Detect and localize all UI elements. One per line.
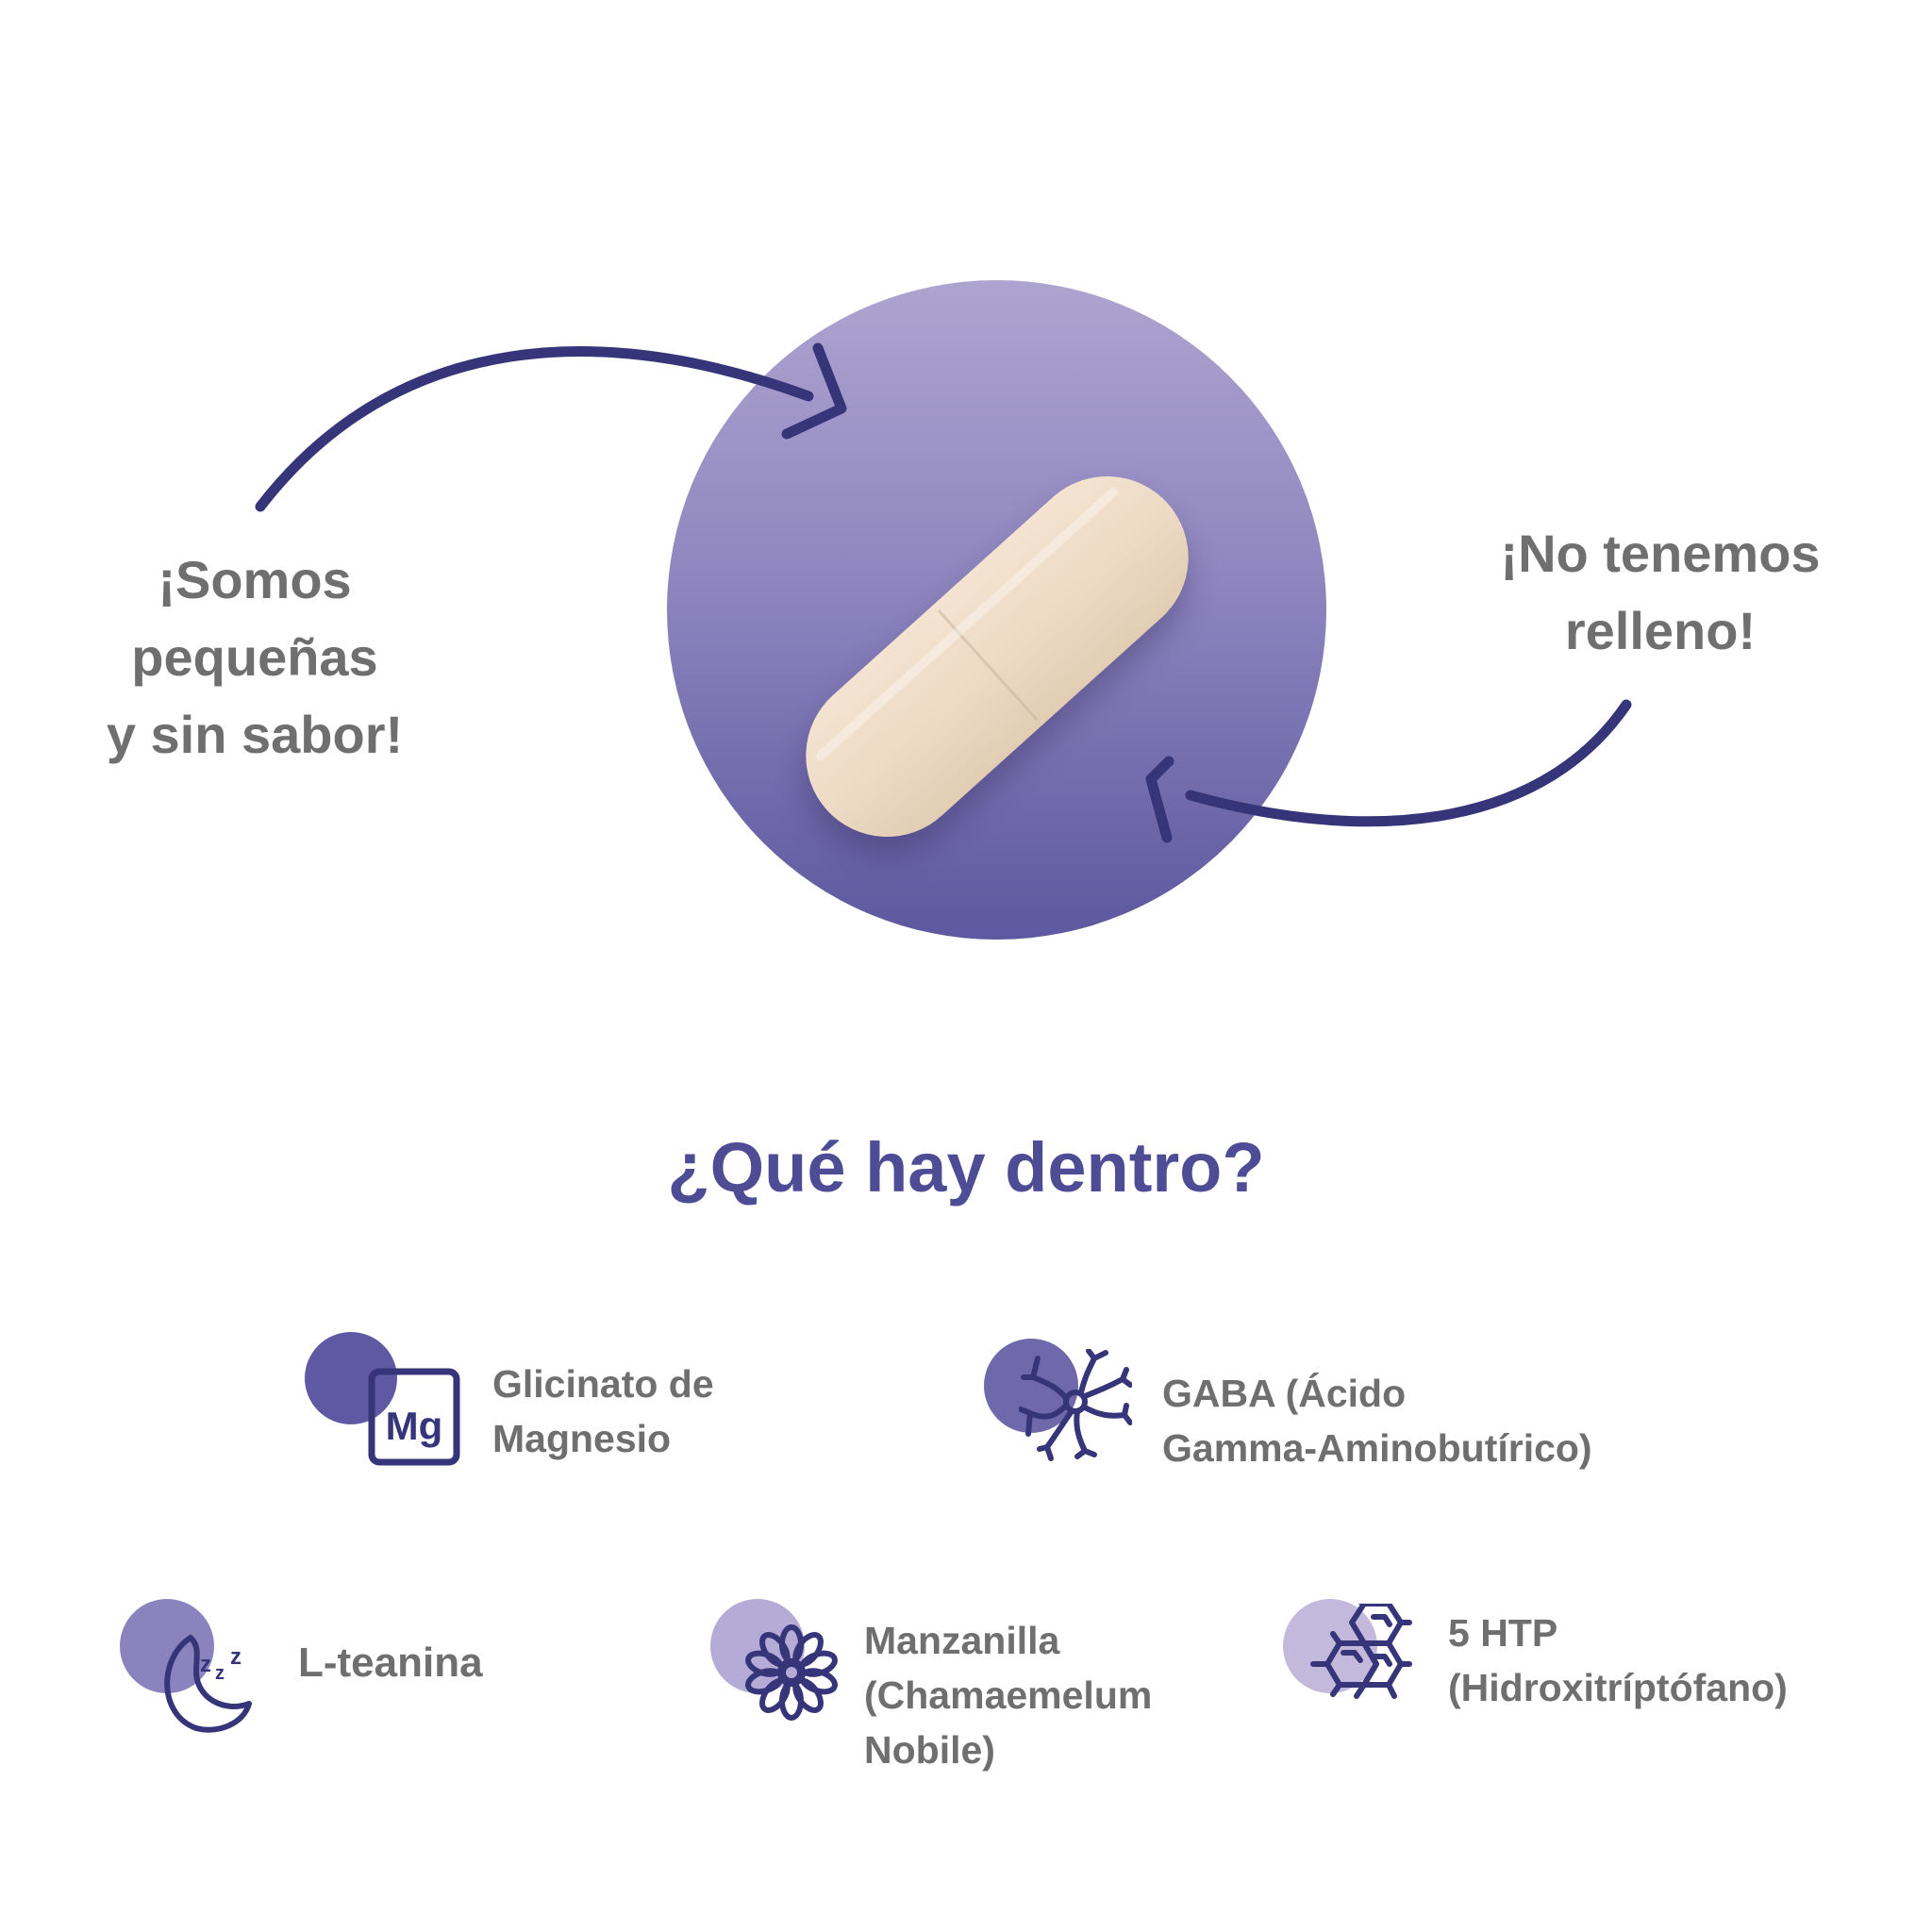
ingredient-line: GABA (Ácido — [1162, 1372, 1407, 1415]
ingredient-label: Manzanilla (Chamaemelum Nobile) — [864, 1613, 1204, 1777]
arrow-left-head — [781, 342, 847, 440]
ingredient-line: Glicinato de — [492, 1362, 714, 1406]
section-title: ¿Qué hay dentro? — [667, 1128, 1265, 1207]
callout-line: relleno! — [1564, 601, 1757, 660]
ingredient-line: 5 HTP — [1448, 1611, 1558, 1655]
ingredient-label: GABA (Ácido Gamma-Aminobutírico) — [1162, 1366, 1709, 1475]
ingredient-magnesio: Mg Glicinato de Magnesio — [302, 1321, 774, 1466]
callout-line: y sin sabor! — [106, 705, 404, 764]
ingredient-label: L-teanina — [298, 1636, 562, 1690]
ingredient-5htp: 5 HTP (Hidroxitríptófano) — [1283, 1594, 1868, 1736]
magnesium-mg-icon: Mg — [368, 1368, 460, 1466]
ingredient-l-teanina: z z z L-teanina — [113, 1594, 566, 1736]
ingredient-line: Magnesio — [492, 1417, 672, 1460]
molecule-hexagon-icon — [1310, 1604, 1412, 1699]
svg-text:z: z — [200, 1652, 211, 1677]
neuron-icon — [1019, 1349, 1132, 1461]
moon-sleep-icon: z z z — [164, 1635, 252, 1733]
callout-line: pequeñas — [131, 627, 378, 687]
ingredient-line: Gamma-Aminobutírico) — [1162, 1426, 1592, 1470]
callout-small-tasteless: ¡Somos pequeñas y sin sabor! — [57, 541, 453, 774]
callout-line: ¡Somos — [158, 550, 352, 609]
chamomile-flower-icon — [745, 1624, 838, 1721]
arrow-left-curve — [255, 346, 814, 512]
icon-bg-circle — [305, 1332, 397, 1424]
ingredient-label: 5 HTP (Hidroxitríptófano) — [1448, 1606, 1863, 1715]
callout-line: ¡No tenemos — [1500, 524, 1821, 583]
ingredient-label: Glicinato de Magnesio — [492, 1357, 794, 1466]
svg-text:z: z — [215, 1663, 225, 1684]
ingredient-gaba: GABA (Ácido Gamma-Aminobutírico) — [981, 1330, 1698, 1472]
arrow-right-curve — [1185, 699, 1632, 827]
callout-no-filler: ¡No tenemos relleno! — [1443, 515, 1877, 670]
ingredient-line: (Hidroxitríptófano) — [1448, 1666, 1788, 1709]
ingredient-line: (Chamaemelum — [864, 1673, 1153, 1717]
arrow-right-head — [1145, 756, 1174, 843]
ingredient-line: L-teanina — [298, 1640, 483, 1686]
svg-text:z: z — [230, 1644, 242, 1670]
ingredient-line: Nobile) — [864, 1728, 995, 1772]
ingredient-manzanilla: Manzanilla (Chamaemelum Nobile) — [708, 1594, 1236, 1773]
ingredient-line: Manzanilla — [864, 1619, 1060, 1662]
svg-text:Mg: Mg — [386, 1404, 443, 1448]
